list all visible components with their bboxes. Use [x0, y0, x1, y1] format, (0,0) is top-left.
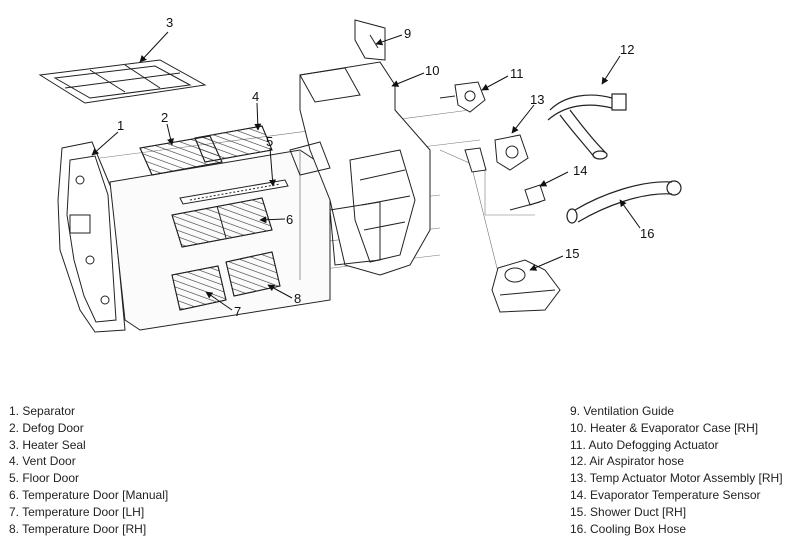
legend-item: 8. Temperature Door [RH] [9, 521, 147, 536]
callout-16: 16 [640, 226, 654, 241]
callout-7: 7 [234, 304, 241, 319]
callout-14: 14 [573, 163, 587, 178]
callout-10: 10 [425, 63, 439, 78]
legend-item: 1. Separator [9, 404, 76, 418]
legend-item: 6. Temperature Door [Manual] [9, 487, 169, 502]
vent-door [194, 125, 273, 163]
evaporator-temperature-sensor [509, 184, 546, 211]
callout-9: 9 [404, 26, 411, 41]
temp-actuator-motor-assembly-rh [464, 134, 529, 173]
legend-right: 9. Ventilation Guide 10. Heater & Evapor… [570, 403, 783, 537]
legend-item: 15. Shower Duct [RH] [570, 504, 687, 519]
temp-door-lh [171, 265, 227, 311]
legend-item: 4. Vent Door [9, 454, 76, 469]
legend-item: 16. Cooling Box Hose [570, 521, 687, 536]
callout-11: 11 [510, 66, 524, 81]
temp-door-rh [225, 251, 281, 297]
callout-leaders [91, 31, 641, 311]
heater-seal [38, 59, 207, 104]
callout-8: 8 [294, 291, 301, 306]
callout-numbers: 1 2 3 4 5 6 7 8 9 10 11 12 13 14 15 16 [117, 15, 654, 319]
legend-item: 2. Defog Door [9, 420, 84, 435]
callout-6: 6 [286, 212, 293, 227]
legend-item: 12. Air Aspirator hose [570, 454, 685, 469]
separator [57, 141, 126, 333]
callout-15: 15 [565, 246, 579, 261]
heater-evaporator-case-rh [289, 61, 431, 276]
shower-duct-rh [491, 259, 561, 313]
callout-3: 3 [166, 15, 173, 30]
legend-left: 1. Separator 2. Defog Door 3. Heater Sea… [9, 403, 168, 537]
legend-item: 14. Evaporator Temperature Sensor [570, 487, 761, 502]
ventilation-guide [354, 19, 386, 61]
legend-item: 11. Auto Defogging Actuator [570, 437, 719, 452]
floor-door [179, 179, 289, 205]
legend-item: 5. Floor Door [9, 471, 80, 486]
callout-4: 4 [252, 89, 259, 104]
air-aspirator-hose [547, 93, 627, 160]
callout-1: 1 [117, 118, 124, 133]
callout-2: 2 [161, 110, 168, 125]
callout-5: 5 [266, 134, 273, 149]
temp-door-manual [171, 197, 273, 248]
callout-12: 12 [620, 42, 634, 57]
legend-item: 9. Ventilation Guide [570, 404, 675, 418]
legend-item: 3. Heater Seal [9, 437, 86, 452]
exploded-diagram: 1 2 3 4 5 6 7 8 9 10 11 12 13 14 15 16 [38, 15, 682, 333]
callout-13: 13 [530, 92, 544, 107]
auto-defogging-actuator [439, 81, 486, 113]
legend-item: 7. Temperature Door [LH] [9, 504, 145, 519]
legend-item: 10. Heater & Evaporator Case [RH] [570, 420, 759, 435]
cooling-box-hose [566, 180, 682, 224]
legend-item: 13. Temp Actuator Motor Assembly [RH] [570, 471, 783, 486]
